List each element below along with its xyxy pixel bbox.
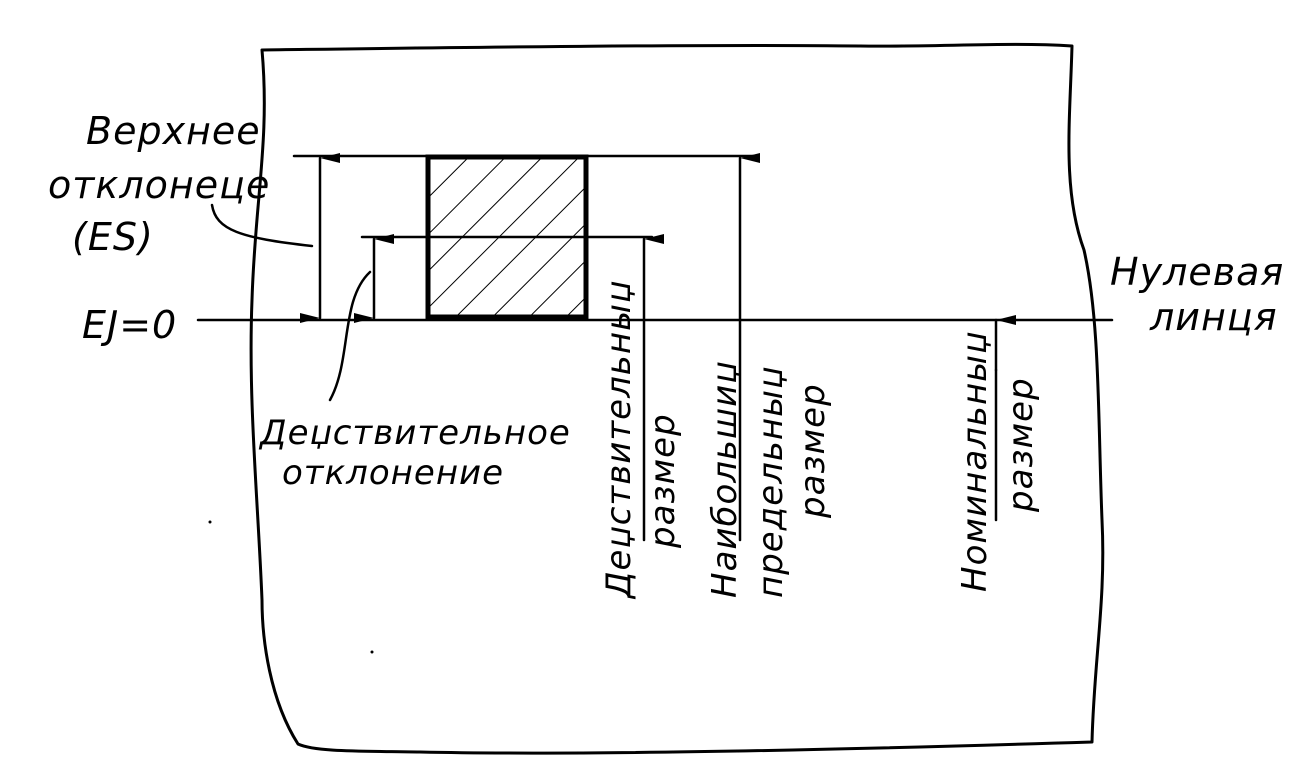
actual-deviation-label-2: отклонение [282,453,504,493]
max-limit-label-2: предельныџ [751,366,791,598]
actual-deviation-leader [328,270,372,402]
zero-line-label-2: линця [1149,295,1278,339]
upper-deviation-label-2: отклонеце [48,163,270,207]
upper-deviation-label-1: Верхнее [86,109,261,153]
zero-line-label-1: Нулевая [1110,250,1284,294]
upper-deviation-leader [210,203,314,248]
upper-deviation-symbol: (ES) [72,215,154,259]
sheet-frame [249,42,1105,755]
max-limit-label-3: размер [793,383,833,519]
nominal-label-2: размер [1001,377,1041,513]
tolerance-zone [425,154,589,320]
actual-size-label-2: размер [643,413,683,549]
lower-deviation-label: EJ=0 [82,303,177,347]
stray-dot [370,650,374,654]
actual-deviation-label-1: Деџствительное [258,413,571,453]
max-limit-label-1: Наибольшиџ [705,361,745,598]
nominal-label-1: Номинальныџ [955,331,995,592]
actual-size-label-1: Деџствительныџ [599,280,639,600]
stray-dot [208,520,212,524]
